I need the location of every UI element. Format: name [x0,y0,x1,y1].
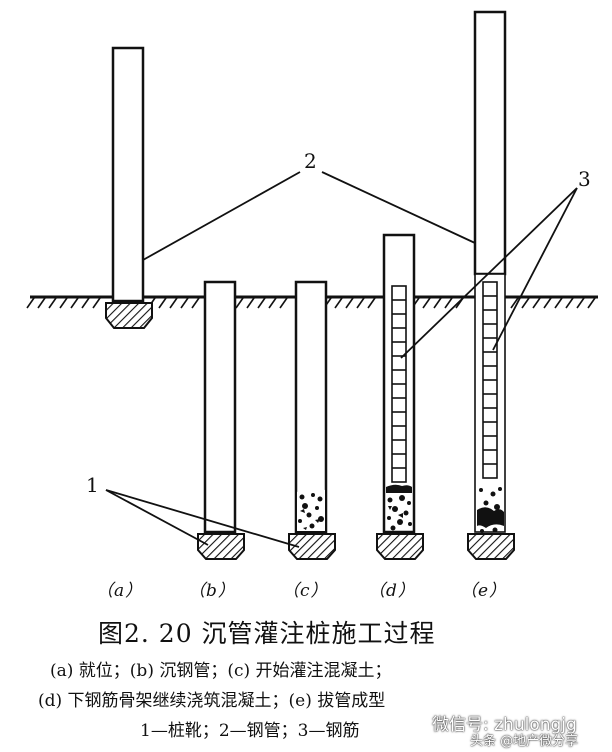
ground-hatch-tick [543,297,552,309]
ground-hatch-tick [70,297,79,309]
stage-d-rebar [376,233,424,560]
stage-c-pouring [288,280,336,560]
ground-hatch-tick [345,297,354,309]
stage-a-positioning [105,46,153,329]
ground-hatch-tick [356,297,365,309]
pile-body [474,273,506,533]
ground-hatch-tick [565,297,574,309]
watermark-toutiao: 头条 @地产微分享 [470,734,579,749]
ground-hatch-tick [554,297,563,309]
ground-hatch-tick [180,297,189,309]
callout-leaders [105,171,578,548]
ground-hatch-tick [257,297,266,309]
pile-shoe [376,533,424,560]
pile-shoe [105,302,153,329]
ground-hatch-tick [367,297,376,309]
ground-hatch-tick [279,297,288,309]
pile-shoe [197,533,245,560]
ground-hatch-tick [510,297,519,309]
ground-hatch-tick [92,297,101,309]
steel-pipe [111,46,145,303]
steel-pipe [203,280,237,534]
rebar-cage [482,281,498,479]
stage-label-c: （c） [282,581,329,601]
legend-line-3: 1—桩靴；2—钢管；3—钢筋 [140,721,360,741]
ground-hatch-tick [433,297,442,309]
ground-hatch-tick [169,297,178,309]
concrete [477,487,504,533]
concrete [386,484,412,531]
ground-hatch-tick [334,297,343,309]
stage-e-pile-formed [467,10,515,560]
legend-line-2: (d) 下钢筋骨架继续浇筑混凝土；(e) 拔管成型 [38,691,386,711]
ground-hatch-tick [81,297,90,309]
watermark-wechat: 微信号: zhulongjg [432,715,577,735]
legend-line-1: (a) 就位；(b) 沉钢管；(c) 开始灌注混凝土； [50,661,392,681]
stage-b-sinking [197,280,245,560]
callout-2: 2 [304,149,317,173]
ground-hatch-tick [235,297,244,309]
ground-hatch-tick [246,297,255,309]
ground-hatch-tick [59,297,68,309]
steel-pipe [473,10,507,276]
ground-hatch-tick [532,297,541,309]
callout-1: 1 [86,473,99,497]
ground-hatch-tick [48,297,57,309]
figure-title: 图2. 20 沉管灌注桩施工过程 [98,619,436,648]
pile-shoe [288,533,336,560]
ground-hatch-tick [422,297,431,309]
pile-shoe [467,533,515,560]
stage-label-b: （b） [188,581,236,601]
ground-hatch-tick [37,297,46,309]
ground-hatch-tick [444,297,453,309]
ground-hatch-tick [158,297,167,309]
callout-3: 3 [578,167,591,191]
stage-label-d: （d） [368,581,416,601]
ground-hatch-tick [521,297,530,309]
ground-hatch-tick [587,297,596,309]
ground-hatch-tick [268,297,277,309]
stage-label-e: （e） [460,581,508,601]
ground-hatch-tick [191,297,200,309]
ground-hatch-tick [576,297,585,309]
concrete [297,488,325,531]
ground-hatch-tick [26,297,35,309]
stage-label-a: （a） [96,581,144,601]
